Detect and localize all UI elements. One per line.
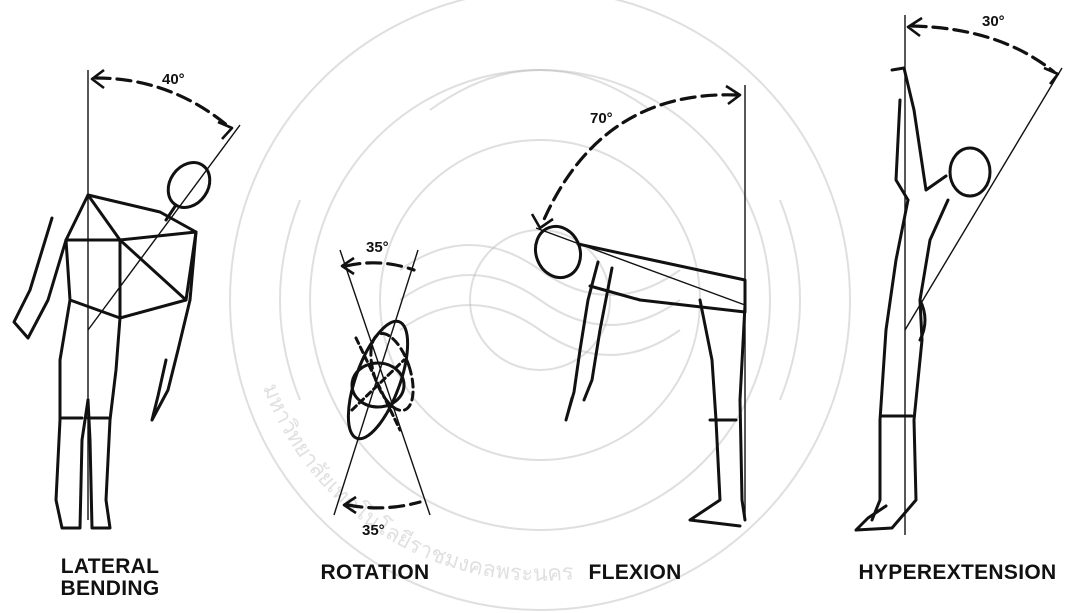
flexion-arc [542,95,737,224]
angle-reference-line [536,228,745,305]
hyperextension-panel: 30° HYPEREXTENSION [835,13,1080,592]
caption-line: ROTATION [300,562,450,584]
watermark-seal: มหาวิทยาลัยเทคโนโลยีราชมงคลพระนคร [230,0,850,610]
lateral-bending-panel: 40° LATERAL BENDING [14,70,240,612]
rotation-caption: ROTATION [300,562,450,584]
rotation-reference-line-2 [334,250,418,515]
angle-reference-line [905,68,1062,330]
flexion-angle: 70° [590,110,613,127]
hyperextension-angle: 30° [982,13,1005,30]
hyperextension-arc [912,26,1054,72]
arrowhead-right [218,122,232,139]
lateral-bending-caption: LATERAL BENDING [20,556,200,600]
watermark-text: มหาวิทยาลัยเทคโนโลยีราชมงคลพระนคร [257,380,575,587]
lateral-bending-angle: 40° [162,71,185,88]
lateral-bending-figure [14,154,218,528]
caption-line: FLEXION [570,562,700,584]
rotation-figure-top-view [336,314,421,446]
caption-line: BENDING [20,578,200,600]
hyperextension-caption: HYPEREXTENSION [835,562,1080,584]
flexion-caption: FLEXION [570,562,700,584]
arrowhead-right [1044,68,1058,84]
caption-line: HYPEREXTENSION [835,562,1080,584]
rotation-top-angle: 35° [366,239,389,256]
caption-line: LATERAL [20,556,200,578]
rotation-bottom-angle: 35° [362,522,385,539]
flexion-figure [528,220,745,526]
flexion-panel: 70° FLEXION [528,85,745,592]
